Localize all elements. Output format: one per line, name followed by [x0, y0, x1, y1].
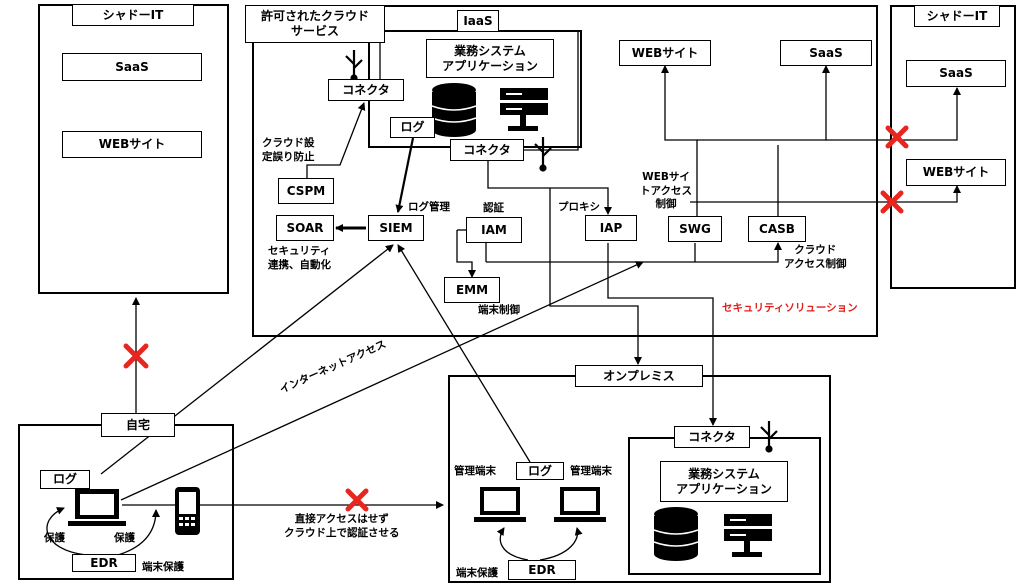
- usb-icon-onprem: [760, 421, 778, 453]
- left-shadow-web: WEBサイト: [62, 131, 202, 158]
- home-protect-left: 保護: [44, 532, 65, 544]
- onprem-laptop-right-icon: [554, 487, 606, 522]
- usb-icon-iaas: [534, 137, 552, 172]
- left-shadow-saas: SaaS: [62, 53, 202, 81]
- cloud-saas: SaaS: [780, 40, 872, 66]
- onprem-business-app: 業務システム アプリケーション: [660, 461, 788, 502]
- cspm-note: クラウド設 定誤り防止: [262, 137, 315, 163]
- cloud-business-app: 業務システム アプリケーション: [426, 39, 554, 78]
- direct-access-note: 直接アクセスはせず クラウド上で認証させる: [284, 513, 400, 539]
- onprem-edr: EDR: [508, 560, 576, 580]
- cloud-title: 許可されたクラウド サービス: [245, 5, 385, 43]
- cloud-log: ログ: [390, 117, 435, 138]
- onprem-log: ログ: [516, 462, 564, 480]
- home-phone-icon: [175, 487, 200, 535]
- emm-box: EMM: [444, 277, 500, 303]
- home-edr: EDR: [72, 554, 136, 572]
- log-mgmt-label: ログ管理: [408, 201, 450, 213]
- iam-box: IAM: [466, 217, 522, 243]
- onprem-server-icon: [724, 514, 772, 557]
- usb-icon-top: [345, 50, 363, 82]
- right-shadow-it-frame: [890, 5, 1016, 289]
- proxy-label: プロキシ: [558, 201, 600, 213]
- home-endpoint-note: 端末保護: [142, 561, 184, 573]
- soar-note: セキュリティ 連携、自動化: [268, 245, 331, 271]
- auth-label: 認証: [483, 202, 504, 214]
- onprem-laptop-left-icon: [474, 487, 526, 522]
- security-zone-label: セキュリティソリューション: [722, 302, 858, 314]
- onprem-mgmt-right: 管理端末: [570, 465, 612, 477]
- soar-box: SOAR: [276, 215, 334, 241]
- home-protect-right: 保護: [114, 532, 135, 544]
- cspm-box: CSPM: [278, 178, 334, 204]
- home-log: ログ: [40, 470, 90, 489]
- onprem-endpoint-note: 端末保護: [456, 567, 498, 579]
- connector-iaas: コネクタ: [450, 139, 524, 161]
- home-laptop-icon: [68, 489, 126, 526]
- casb-note: クラウド アクセス制御: [784, 244, 847, 270]
- right-shadow-saas: SaaS: [906, 60, 1006, 87]
- siem-box: SIEM: [368, 215, 424, 241]
- right-shadow-web: WEBサイト: [906, 159, 1006, 186]
- onprem-mgmt-left: 管理端末: [454, 465, 496, 477]
- onprem-connector: コネクタ: [674, 426, 750, 448]
- left-shadow-it-title: シャドーIT: [72, 4, 194, 26]
- iaas-label: IaaS: [457, 10, 499, 32]
- swg-box: SWG: [668, 216, 722, 242]
- home-title: 自宅: [101, 413, 175, 437]
- cloud-web-site: WEBサイト: [619, 40, 711, 66]
- iap-box: IAP: [585, 215, 637, 241]
- casb-box: CASB: [748, 216, 806, 242]
- cloud-server-icon: [500, 88, 548, 131]
- connector-top: コネクタ: [328, 79, 404, 101]
- web-access-control-label: WEBサイ トアクセス 制御: [640, 171, 692, 211]
- right-shadow-it-title: シャドーIT: [914, 5, 1000, 27]
- onprem-database-icon: [654, 507, 698, 561]
- blocked-marks: [123, 125, 909, 512]
- onprem-title: オンプレミス: [575, 365, 703, 387]
- emm-note: 端末制御: [478, 304, 520, 316]
- cloud-database-icon: [432, 83, 476, 137]
